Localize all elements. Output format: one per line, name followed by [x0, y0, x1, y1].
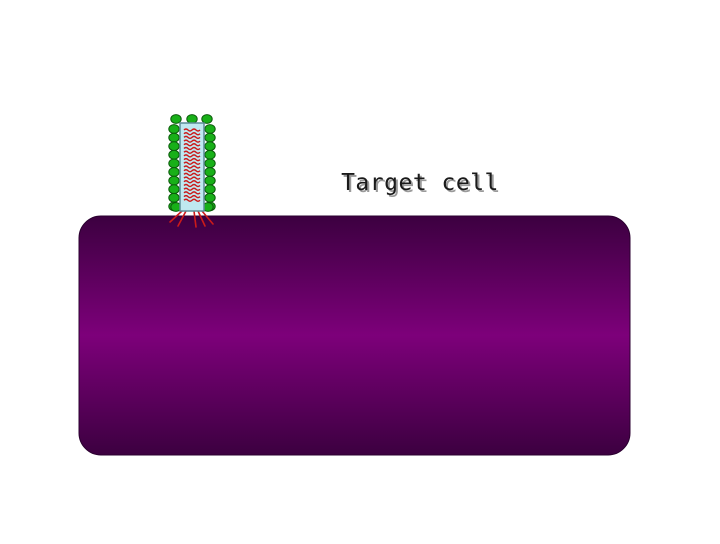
virus-particle-icon [169, 115, 215, 227]
envelope-bead [202, 115, 212, 124]
envelope-bead [187, 115, 197, 124]
envelope-bead [171, 115, 181, 124]
envelope-bead [169, 125, 179, 134]
envelope-bead [169, 168, 179, 177]
envelope-bead [205, 133, 215, 142]
envelope-bead [169, 133, 179, 142]
envelope-bead [205, 176, 215, 185]
envelope-bead [205, 159, 215, 168]
envelope-bead [205, 142, 215, 151]
envelope-bead [205, 185, 215, 194]
envelope-bead [169, 150, 179, 159]
envelope-bead [205, 150, 215, 159]
envelope-bead [169, 185, 179, 194]
envelope-bead [205, 125, 215, 134]
envelope-bead [205, 168, 215, 177]
envelope-bead [169, 159, 179, 168]
envelope-bead [169, 193, 179, 202]
envelope-bead [205, 193, 215, 202]
envelope-bead [169, 176, 179, 185]
target-cell-label: Target cell [330, 170, 510, 196]
envelope-bead [169, 142, 179, 151]
target-cell [79, 216, 630, 455]
